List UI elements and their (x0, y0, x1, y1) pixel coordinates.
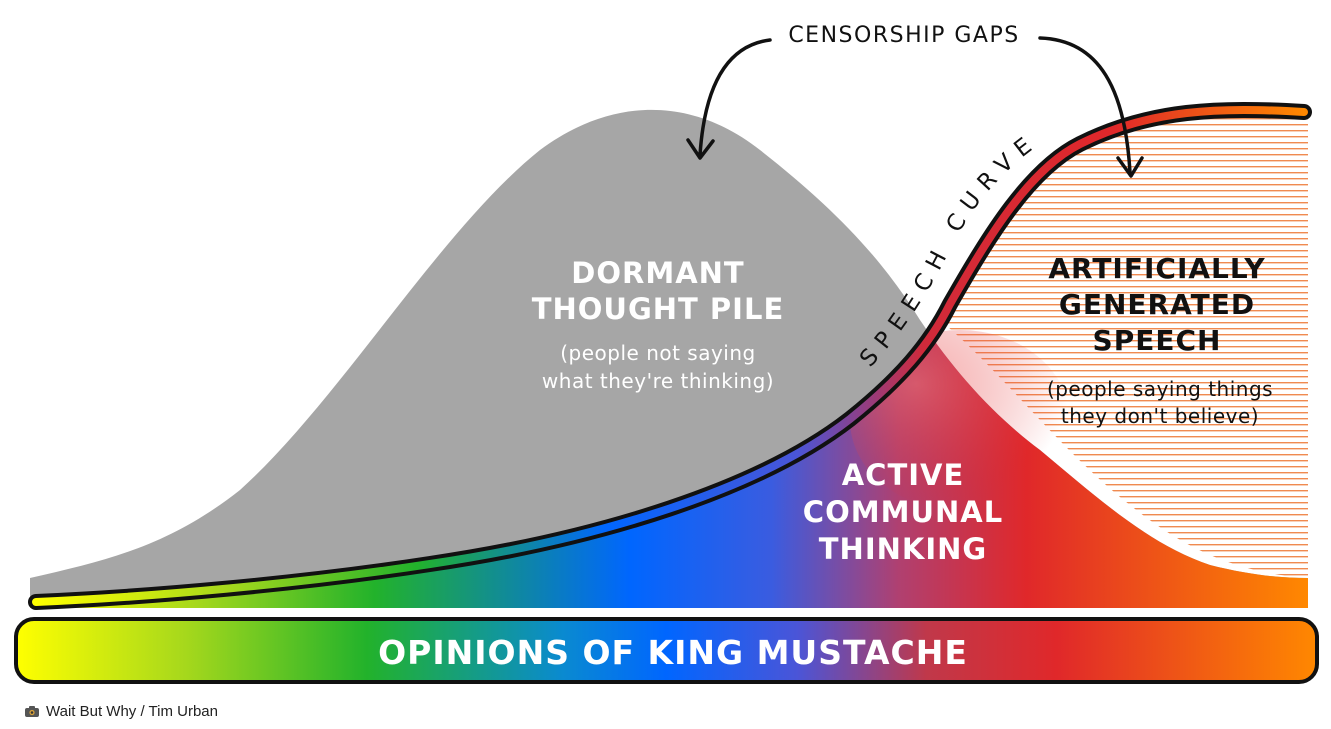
dormant-sub-line2: what they're thinking) (542, 369, 774, 393)
dormant-sub-line1: (people not saying (560, 341, 756, 365)
artificial-title-line2: GENERATED (1059, 288, 1255, 321)
opinion-spectrum-label: OPINIONS OF KING MUSTACHE (378, 633, 968, 672)
censorship-gap-arrow-right (1038, 36, 1132, 174)
speech-curve-line (32, 105, 1308, 606)
arrowhead-left-icon (686, 138, 715, 160)
artificial-speech-region (940, 110, 1308, 578)
artificial-sub-line2: they don't believe) (1061, 404, 1259, 428)
dormant-title-line1: DORMANT (571, 256, 744, 290)
censorship-gap-arrow-left (698, 38, 772, 157)
artificial-sub-line1: (people saying things (1047, 377, 1273, 401)
opinion-spectrum-bar (14, 617, 1319, 684)
camera-icon (24, 705, 40, 718)
active-line3: THINKING (819, 532, 987, 566)
active-line2: COMMUNAL (803, 495, 1003, 529)
arrowhead-right-icon (1116, 156, 1144, 178)
artificial-title-line3: SPEECH (1093, 324, 1222, 357)
active-line1: ACTIVE (842, 458, 965, 492)
censorship-gaps-label: CENSORSHIP GAPS (788, 23, 1019, 48)
image-credit: Wait But Why / Tim Urban (24, 703, 218, 720)
artificial-title-line1: ARTIFICIALLY (1048, 252, 1265, 285)
credit-text: Wait But Why / Tim Urban (46, 703, 218, 720)
dormant-title-line2: THOUGHT PILE (532, 292, 785, 326)
